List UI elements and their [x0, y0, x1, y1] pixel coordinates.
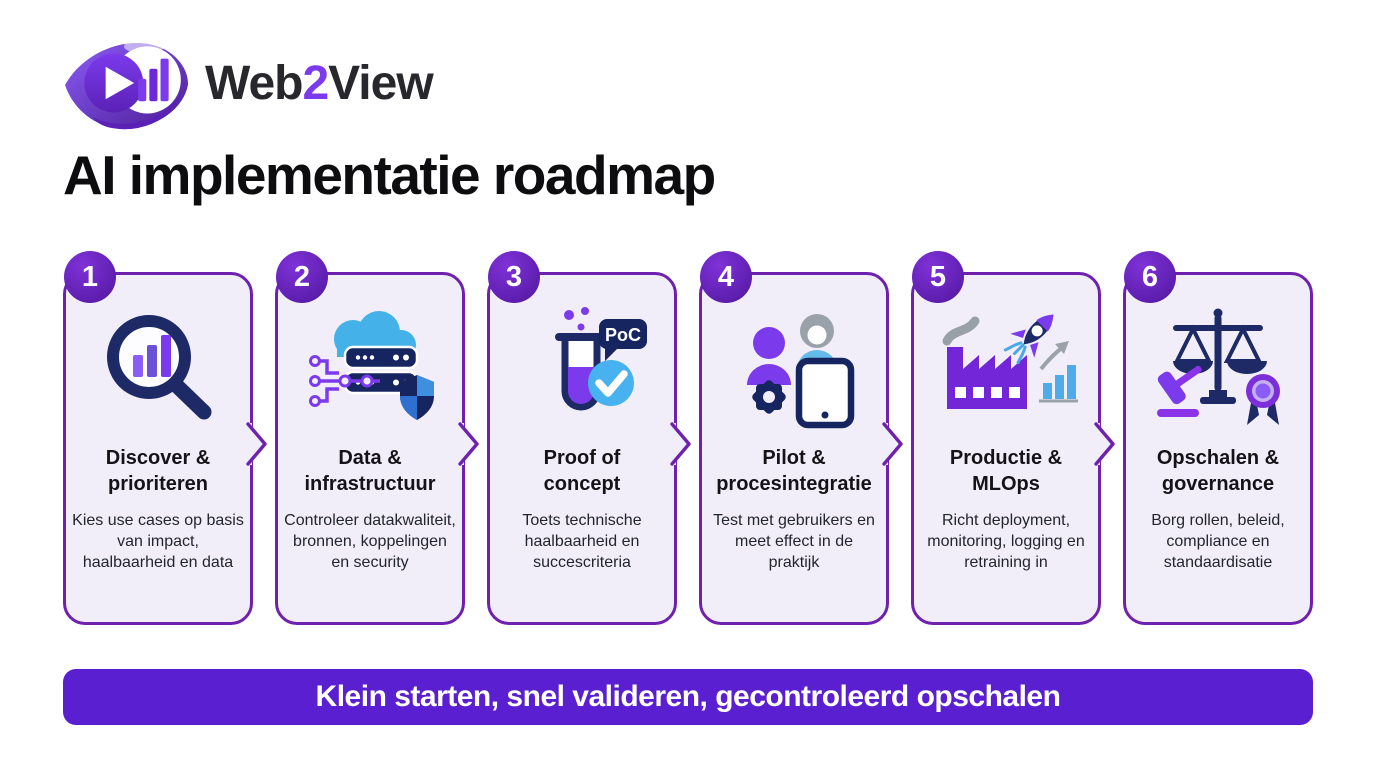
next-step-arrow-icon	[1094, 422, 1115, 466]
step-number-badge: 1	[64, 251, 116, 303]
step-description: Test met gebruikers en meet effect in de…	[713, 511, 875, 571]
summary-banner: Klein starten, snel valideren, gecontrol…	[63, 669, 1313, 725]
step-card-2: 2	[275, 251, 479, 625]
users-tablet-gear-icon	[702, 295, 886, 437]
step-number-badge: 5	[912, 251, 964, 303]
next-step-arrow-icon	[458, 422, 479, 466]
roadmap-steps: 1 Discover & prioriteren Kies use cases …	[63, 251, 1313, 625]
next-step-arrow-icon	[882, 422, 903, 466]
page-title: AI implementatie roadmap	[63, 144, 716, 206]
step-card-5: 5	[911, 251, 1115, 625]
step-title: Proof of concept	[543, 447, 621, 496]
step-number-badge: 6	[1124, 251, 1176, 303]
step-title: Pilot & procesintegratie	[716, 447, 872, 496]
brand-header: Web2View	[63, 34, 434, 134]
step-number-badge: 3	[488, 251, 540, 303]
factory-rocket-growth-chart-icon	[914, 295, 1098, 437]
next-step-arrow-icon	[246, 422, 267, 466]
summary-banner-text: Klein starten, snel valideren, gecontrol…	[315, 680, 1061, 713]
svg-text:PoC: PoC	[605, 325, 641, 345]
scales-gavel-certificate-icon	[1126, 295, 1310, 437]
test-tube-poc-check-icon: PoC	[490, 295, 674, 437]
step-title: Opschalen & governance	[1156, 447, 1280, 496]
step-title: Productie & MLOps	[949, 447, 1063, 496]
step-description: Controleer datakwaliteit, bronnen, koppe…	[284, 511, 456, 571]
step-title: Discover & prioriteren	[105, 447, 211, 496]
step-description: Toets technische haalbaarheid en succesc…	[522, 511, 642, 571]
step-card-4: 4 Pilot & procesintegratie Test met gebr…	[699, 251, 903, 625]
step-card-6: 6	[1123, 251, 1313, 625]
step-number-badge: 2	[276, 251, 328, 303]
next-step-arrow-icon	[670, 422, 691, 466]
step-description: Kies use cases op basis van impact, haal…	[72, 511, 244, 571]
step-description: Richt deployment, monitoring, logging en…	[927, 511, 1085, 571]
step-card-1: 1 Discover & prioriteren Kies use cases …	[63, 251, 267, 625]
step-card-3: 3 PoC Proof of concept Toets technische …	[487, 251, 691, 625]
web2view-eye-play-chart-logo	[65, 39, 189, 130]
brand-name: Web2View	[205, 57, 434, 110]
cloud-server-network-shield-icon	[278, 295, 462, 437]
step-number-badge: 4	[700, 251, 752, 303]
step-title: Data & infrastructuur	[304, 447, 436, 496]
magnifier-bar-chart-icon	[66, 295, 250, 437]
step-description: Borg rollen, beleid, compliance en stand…	[1151, 511, 1285, 571]
